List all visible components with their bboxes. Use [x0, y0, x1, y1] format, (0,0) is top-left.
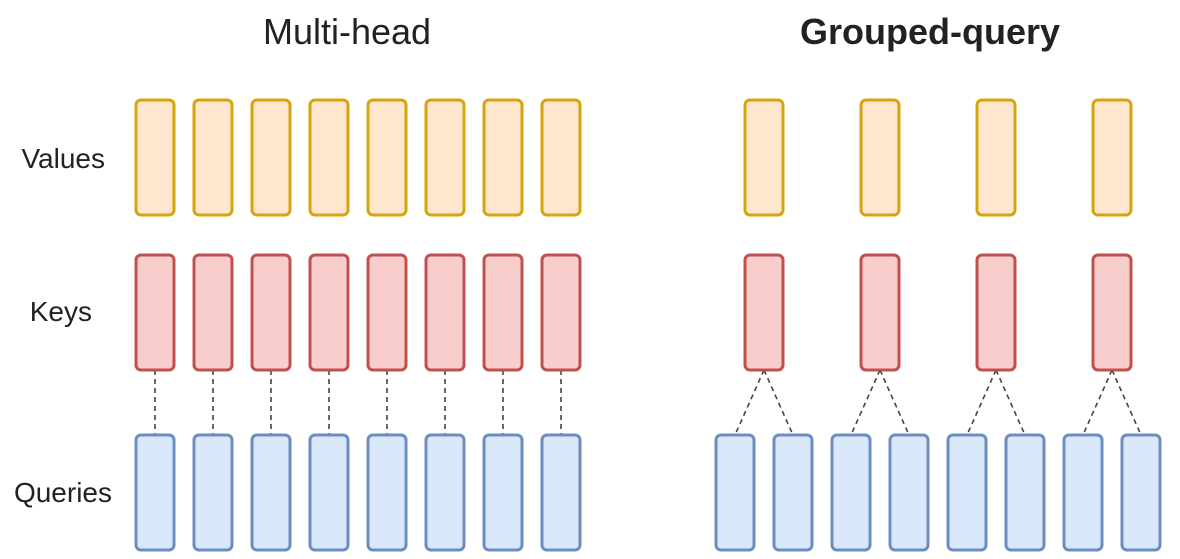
mh-query-head [424, 433, 466, 552]
grouped-query-title: Grouped-query [800, 11, 1060, 52]
gq-key-head [743, 253, 785, 372]
mh-value-head [250, 98, 292, 217]
gq-query-head [714, 433, 756, 552]
gq-query-head [946, 433, 988, 552]
gq-connector [879, 369, 910, 436]
mh-key-head [540, 253, 582, 372]
mh-key-head [192, 253, 234, 372]
mh-key-head [482, 253, 524, 372]
mh-value-head [366, 98, 408, 217]
gq-key-head [975, 253, 1017, 372]
gq-connector [763, 369, 794, 436]
mh-value-head [482, 98, 524, 217]
mh-key-head [424, 253, 466, 372]
mh-query-head [192, 433, 234, 552]
keys-row-label: Keys [30, 296, 92, 327]
gq-connector [1082, 369, 1113, 436]
mh-query-head [540, 433, 582, 552]
gq-connector [850, 369, 881, 436]
queries-row-label: Queries [14, 477, 112, 508]
gq-connector [734, 369, 765, 436]
mh-key-head [250, 253, 292, 372]
gq-value-head [743, 98, 785, 217]
gq-value-head [859, 98, 901, 217]
mh-query-head [134, 433, 176, 552]
grouped-query-panel [714, 98, 1162, 552]
gq-value-head [1091, 98, 1133, 217]
gq-query-head [1120, 433, 1162, 552]
mh-query-head [366, 433, 408, 552]
mh-key-head [308, 253, 350, 372]
gq-query-head [888, 433, 930, 552]
gq-connector [995, 369, 1026, 436]
gq-value-head [975, 98, 1017, 217]
mh-value-head [192, 98, 234, 217]
gq-query-head [1004, 433, 1046, 552]
mh-value-head [424, 98, 466, 217]
multi-head-title: Multi-head [263, 11, 431, 52]
gq-query-head [830, 433, 872, 552]
gq-connector [1111, 369, 1142, 436]
mh-key-head [366, 253, 408, 372]
multi-head-panel [134, 98, 582, 552]
mh-value-head [308, 98, 350, 217]
connector-group [154, 369, 1142, 436]
gq-connector [966, 369, 997, 436]
mh-key-head [134, 253, 176, 372]
values-row-label: Values [21, 143, 105, 174]
mh-query-head [250, 433, 292, 552]
mh-query-head [482, 433, 524, 552]
gq-query-head [1062, 433, 1104, 552]
gq-key-head [859, 253, 901, 372]
mh-query-head [308, 433, 350, 552]
mh-value-head [134, 98, 176, 217]
gq-key-head [1091, 253, 1133, 372]
mh-value-head [540, 98, 582, 217]
gq-query-head [772, 433, 814, 552]
